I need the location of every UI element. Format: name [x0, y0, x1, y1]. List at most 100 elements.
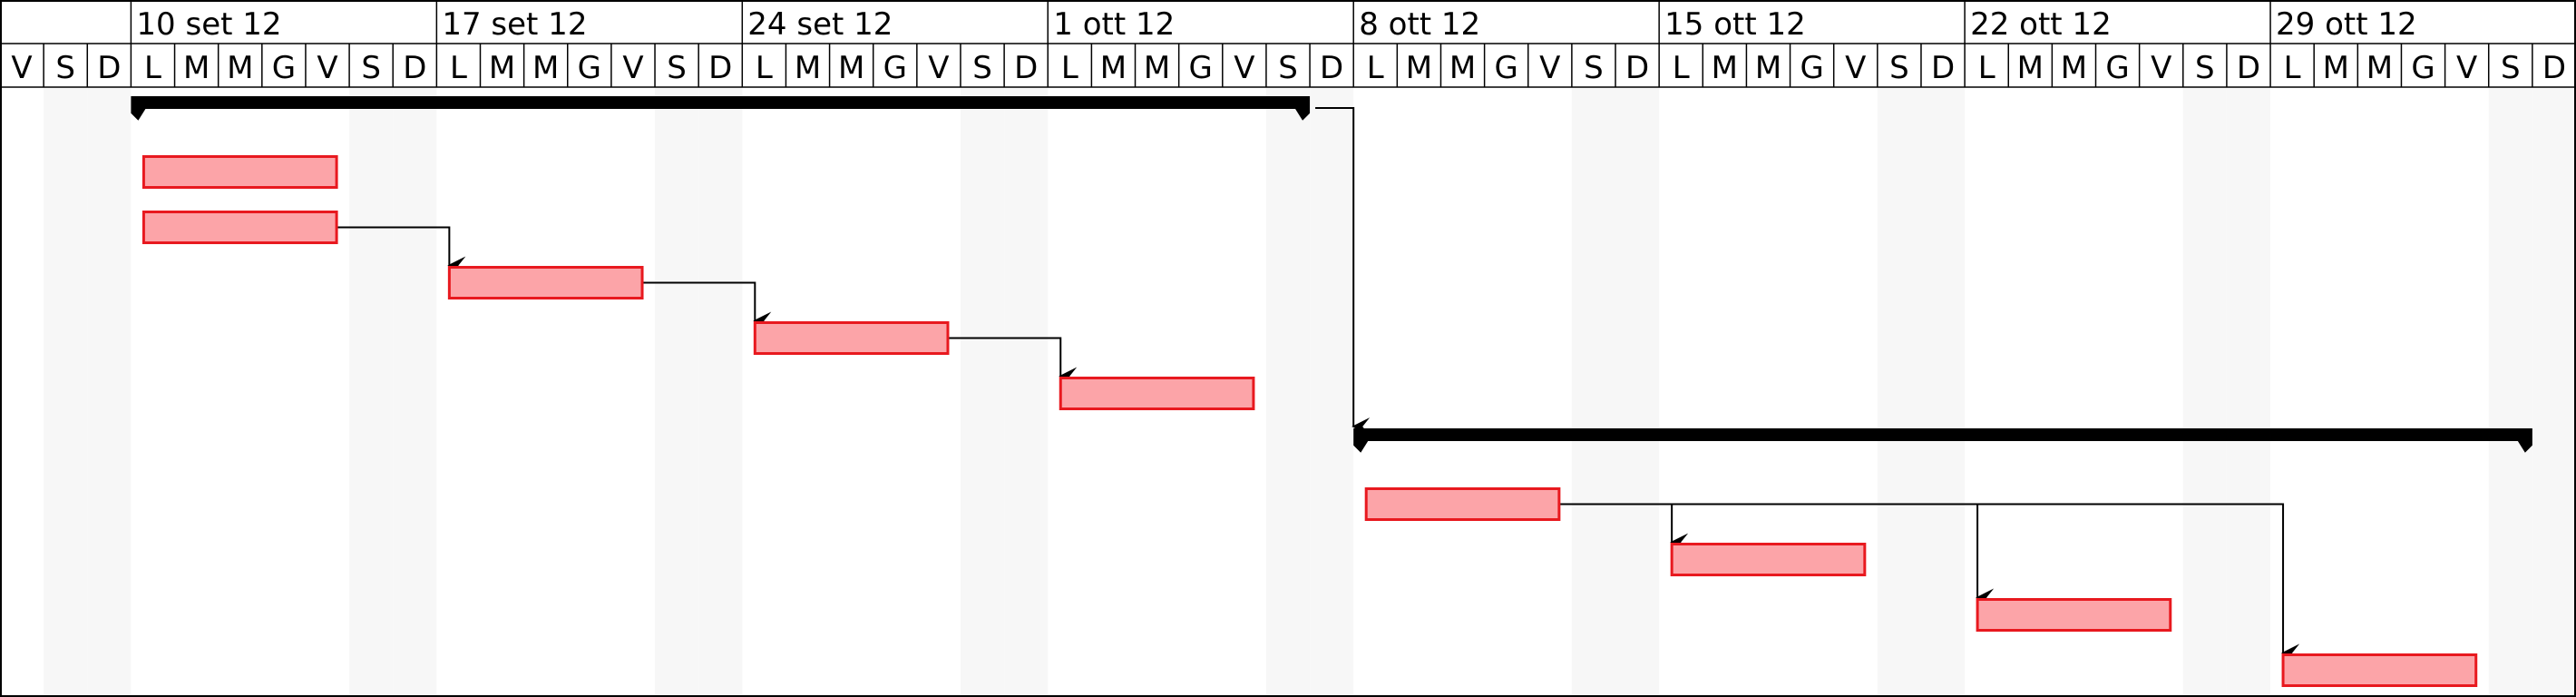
week-label: 1 ott 12 [1053, 6, 1175, 43]
weekend-band [1615, 87, 1660, 697]
weekend-band [1310, 87, 1354, 697]
weekend-band [1571, 87, 1616, 697]
dependency-arrow [1558, 503, 2300, 663]
weekend-band [87, 87, 132, 697]
weekend-band [1004, 87, 1049, 697]
day-label: V [928, 50, 949, 86]
day-label: G [2105, 50, 2129, 86]
day-label: V [1539, 50, 1560, 86]
weekend-band [44, 87, 88, 697]
weekend-band [698, 87, 743, 697]
task-bar [447, 266, 644, 299]
weekend-band [349, 87, 394, 697]
task-bar [1976, 598, 2172, 632]
day-label: M [1755, 50, 1781, 86]
task-bar [753, 321, 950, 355]
day-label: M [183, 50, 210, 86]
timeline-header: 10 set 12 17 set 12 24 set 12 1 ott 12 8 ott… [0, 0, 2576, 88]
day-label: L [450, 50, 467, 86]
week-label: 15 ott 12 [1664, 6, 1806, 43]
weekend-band [960, 87, 1005, 697]
day-label: M [489, 50, 515, 86]
day-label: S [667, 50, 687, 86]
task-bars-layer [131, 96, 2532, 687]
day-label: G [1189, 50, 1213, 86]
dependency-arrow [1315, 107, 1371, 436]
day-label: D [708, 50, 732, 86]
day-label: G [1494, 50, 1517, 86]
weekend-band [2488, 87, 2532, 697]
day-label: G [2411, 50, 2435, 86]
day-label: M [2061, 50, 2087, 86]
day-label: M [2366, 50, 2393, 86]
day-label: D [1014, 50, 1038, 86]
day-label: D [1625, 50, 1649, 86]
task-bar [141, 211, 338, 244]
day-label: S [55, 50, 75, 86]
task-bar [141, 155, 338, 189]
day-label: V [2456, 50, 2477, 86]
day-label: G [1800, 50, 1823, 86]
day-label: M [1712, 50, 1738, 86]
weekend-band [655, 87, 699, 697]
day-label: D [2237, 50, 2260, 86]
weekend-band [2532, 87, 2576, 697]
weekend-shading-layer [44, 87, 2576, 697]
day-label: V [11, 50, 32, 86]
week-label: 8 ott 12 [1359, 6, 1480, 43]
day-label: L [144, 50, 161, 86]
week-label: 24 set 12 [747, 6, 893, 43]
day-label: M [795, 50, 821, 86]
day-label: D [1320, 50, 1343, 86]
day-label: M [838, 50, 864, 86]
day-label: M [227, 50, 253, 86]
day-label: L [1061, 50, 1078, 86]
weekend-band [393, 87, 437, 697]
day-label: L [1673, 50, 1690, 86]
day-label: S [361, 50, 381, 86]
day-label: D [97, 50, 121, 86]
day-label: M [2323, 50, 2349, 86]
day-label: L [756, 50, 773, 86]
day-label: S [2501, 50, 2521, 86]
day-label: V [1845, 50, 1866, 86]
day-label: G [272, 50, 296, 86]
weekend-band [1920, 87, 1966, 697]
day-label: G [883, 50, 907, 86]
day-label: D [2542, 50, 2566, 86]
dependency-arrow [947, 337, 1078, 386]
week-label: 22 ott 12 [1970, 6, 2112, 43]
weekend-band [1877, 87, 1921, 697]
day-label: L [1367, 50, 1384, 86]
task-bar [1059, 377, 1255, 410]
weekend-band [2226, 87, 2271, 697]
weekend-band [1265, 87, 1311, 697]
day-label: S [1889, 50, 1909, 86]
week-label: 29 ott 12 [2276, 6, 2417, 43]
day-label: M [532, 50, 559, 86]
day-label: M [2017, 50, 2044, 86]
day-label: V [317, 50, 337, 86]
day-label: L [2284, 50, 2301, 86]
week-label: 17 set 12 [442, 6, 587, 43]
day-label: M [1406, 50, 1432, 86]
day-label: D [1931, 50, 1955, 86]
day-label: M [1144, 50, 1170, 86]
week-label: 10 set 12 [136, 6, 281, 43]
day-label: S [1584, 50, 1604, 86]
summary-bar [1353, 428, 2532, 453]
day-label: V [1234, 50, 1254, 86]
task-bar [1364, 487, 1561, 521]
day-label: D [403, 50, 426, 86]
weekend-band [2182, 87, 2227, 697]
dependency-layer [337, 107, 2300, 663]
dependency-arrow [642, 281, 772, 330]
day-label: S [972, 50, 992, 86]
dependency-arrow [337, 226, 466, 275]
task-bar [2281, 653, 2478, 687]
day-label: V [622, 50, 643, 86]
day-label: M [1100, 50, 1127, 86]
